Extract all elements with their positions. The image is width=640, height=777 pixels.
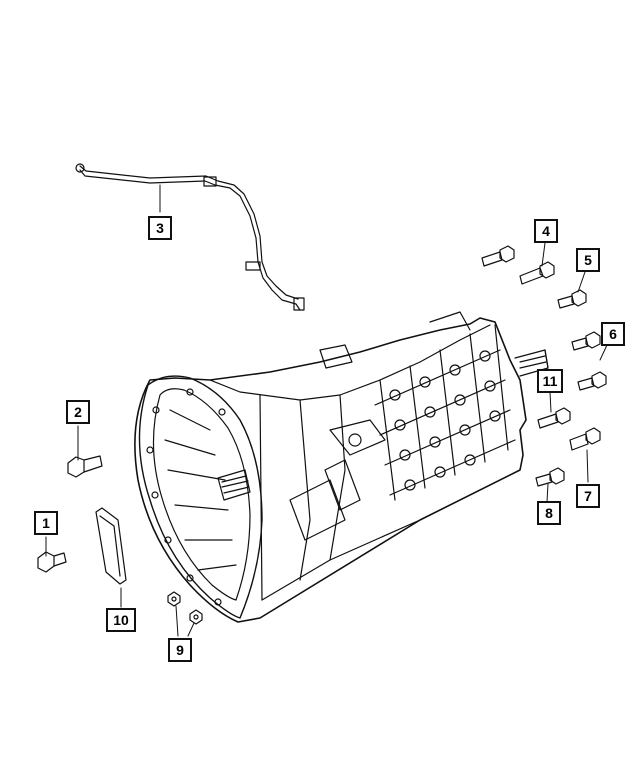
callout-4: 4 [534, 219, 558, 243]
bolt-part-5 [557, 289, 587, 309]
callout-3: 3 [148, 216, 172, 240]
shield-part-10 [95, 507, 127, 585]
bolt-part-1 [37, 551, 67, 573]
bolt-part-6 [571, 331, 607, 391]
callout-9: 9 [168, 638, 192, 662]
transmission-assembly [134, 311, 549, 623]
callout-2: 2 [66, 400, 90, 424]
bolt-part-7 [569, 427, 601, 451]
nut-part-9 [167, 591, 203, 625]
callout-11: 11 [537, 369, 563, 393]
harness-tube-part-3 [75, 163, 305, 311]
callout-8: 8 [537, 501, 561, 525]
callout-6: 6 [601, 322, 625, 346]
leader-lines [45, 184, 608, 637]
bolt-part-2 [67, 455, 103, 478]
bolt-part-4 [481, 245, 555, 285]
bolt-part-8 [535, 467, 565, 487]
callout-5: 5 [576, 248, 600, 272]
callout-7: 7 [576, 484, 600, 508]
callout-1: 1 [34, 511, 58, 535]
callout-10: 10 [106, 608, 136, 632]
stud-part-11 [537, 407, 571, 429]
